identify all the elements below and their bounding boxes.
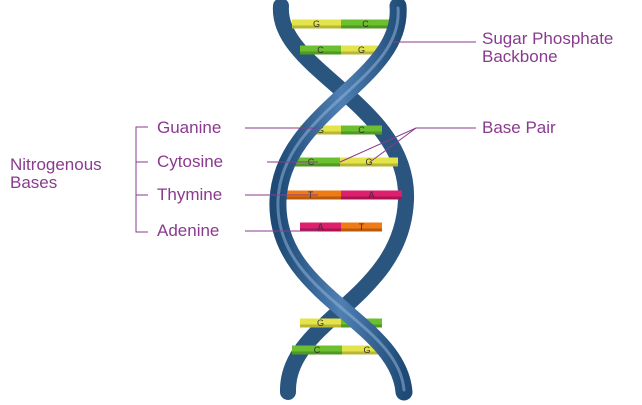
nitrogenous-title-line2: Bases: [10, 173, 58, 192]
base-pair-left-shade: [300, 228, 341, 232]
base-letter-right: G: [358, 45, 365, 55]
base-pair-left-shade: [282, 163, 340, 167]
base-letter-left: C: [314, 345, 321, 355]
base-pair-right-shade: [341, 228, 382, 232]
backbone-label-line1: Sugar Phosphate: [482, 29, 614, 48]
base-pair-right-G: [341, 45, 382, 55]
base-pair-right-shade: [341, 25, 390, 29]
base-letter-right: G: [365, 157, 372, 167]
base-pair-left-shade: [292, 25, 341, 29]
base-pair-right-C: [341, 125, 382, 135]
base-pair-left-shade: [300, 51, 341, 55]
base-pair-left-C: [300, 45, 341, 55]
label-cytosine: Cytosine: [157, 152, 224, 171]
base-letter-left: C: [317, 45, 324, 55]
base-letter-right: T: [359, 222, 365, 232]
base-pair-right-A: [341, 190, 402, 200]
base-letter-right: A: [368, 190, 374, 200]
label-thymine: Thymine: [157, 185, 223, 204]
base-pair-right-shade: [342, 351, 392, 355]
base-pair-left-shade: [300, 324, 341, 328]
base-letter-left: A: [317, 222, 323, 232]
base-pair-left-C: [292, 345, 342, 355]
nitrogenous-title-line1: Nitrogenous: [10, 155, 102, 174]
base-pair-left-G: [292, 19, 341, 29]
base-pair-right-G: [342, 345, 392, 355]
sugar-phosphate-backbone-label: Sugar Phosphate Backbone: [482, 30, 613, 66]
base-pair-right-shade: [341, 131, 382, 135]
base-pair-right-shade: [341, 51, 382, 55]
base-pair-left-G: [300, 318, 341, 328]
base-pair-pointer-2: [369, 127, 417, 163]
base-pair-left-shade: [300, 131, 341, 135]
base-pair-right-G: [340, 157, 398, 167]
base-pair-left-G: [300, 125, 341, 135]
base-pair-label: Base Pair: [482, 118, 556, 137]
base-pair-left-A: [300, 222, 341, 232]
base-letter-left: G: [313, 19, 320, 29]
base-letter-right: G: [363, 345, 370, 355]
base-letter-right: C: [362, 19, 369, 29]
base-pair-right-shade: [341, 196, 402, 200]
label-guanine: Guanine: [157, 118, 222, 137]
base-pair-right-T: [341, 222, 382, 232]
nitrogenous-bases-title: Nitrogenous Bases: [10, 156, 102, 192]
base-letter-right: C: [358, 125, 365, 135]
base-pair-right-C: [341, 19, 390, 29]
base-letter-left: G: [317, 125, 324, 135]
backbone-strand-back: [272, 0, 415, 400]
base-pair-right-shade: [340, 163, 398, 167]
base-letter-left: G: [317, 318, 324, 328]
base-pair-left-shade: [280, 196, 341, 200]
label-adenine: Adenine: [157, 221, 220, 240]
backbone-label-line2: Backbone: [482, 47, 558, 66]
nitrogenous-bracket: [135, 126, 148, 233]
base-pair-left-shade: [292, 351, 342, 355]
backbone-strand-front-highlight: [276, 6, 406, 392]
